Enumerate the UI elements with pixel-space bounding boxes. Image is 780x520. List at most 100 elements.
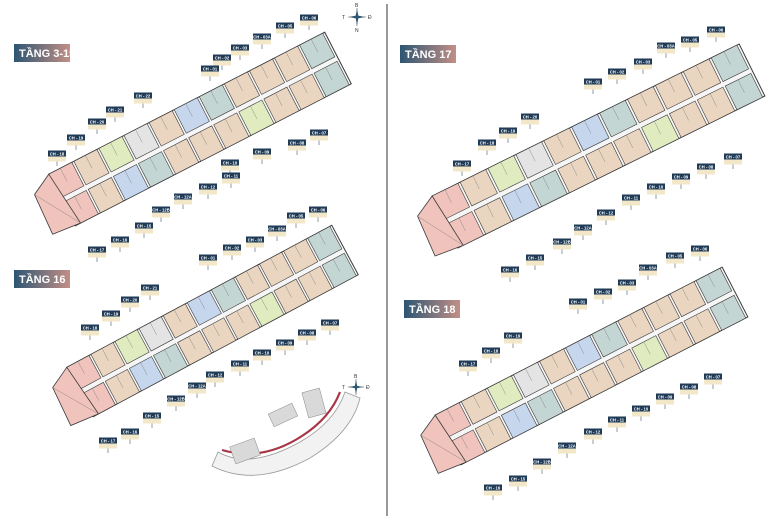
- unit-tag-sub-box: [88, 124, 106, 130]
- unit-tag-box: [533, 458, 551, 465]
- unit-tag-sub-box: [478, 145, 496, 151]
- unit-code: CH - 12A: [188, 383, 205, 388]
- unit-tag: CH - 06: [309, 206, 327, 222]
- unit-tag-box: [298, 329, 316, 336]
- unit-tag-sub-box: [135, 228, 153, 234]
- room-partition: [210, 90, 218, 104]
- unit-code: CH - 21: [108, 107, 123, 112]
- room-partition: [669, 328, 677, 341]
- compass-north-label: B: [354, 374, 358, 380]
- room-partition: [612, 106, 620, 120]
- unit-code: CH - 18: [83, 325, 98, 330]
- unit-tag: CH - 08: [298, 329, 316, 345]
- unit-tag: CH - 11: [622, 194, 640, 210]
- unit-code: CH - 12: [586, 429, 601, 434]
- unit-tag-box: [509, 475, 527, 482]
- room-partition: [284, 284, 292, 298]
- room-partition: [446, 408, 454, 422]
- room-partition: [723, 51, 731, 65]
- unit-tag-box: [111, 236, 129, 243]
- unit-tag: CH - 12: [584, 428, 602, 444]
- room-partition: [311, 39, 319, 53]
- unit-tag-sub-box: [321, 325, 339, 331]
- unit-tag-sub-box: [499, 133, 517, 139]
- unit-tag: CH - 12: [597, 209, 615, 225]
- room-partition: [222, 283, 230, 297]
- unit-tag-box: [81, 324, 99, 331]
- unit-tag-sub-box: [88, 252, 106, 258]
- unit-tag: CH - 07: [704, 373, 722, 389]
- unit-tag-box: [188, 382, 206, 389]
- unit-tag-box: [276, 339, 294, 346]
- unit-tag-sub-box: [647, 189, 665, 195]
- unit-tag-sub-box: [691, 251, 709, 257]
- room-partition: [584, 120, 592, 134]
- unit-tag-box: [231, 44, 249, 51]
- unit-tag: CH - 12: [199, 183, 217, 199]
- room-partition: [124, 170, 132, 184]
- unit-tag-sub-box: [597, 215, 615, 221]
- unit-tag-sub-box: [201, 71, 219, 77]
- unit-tag: CH - 19: [67, 134, 85, 150]
- unit-code: CH - 12: [599, 210, 614, 215]
- room-partition: [640, 92, 647, 107]
- unit-tag: CH - 10: [632, 405, 650, 421]
- unit-tag-sub-box: [288, 145, 306, 151]
- floor-title: TẦNG 16: [19, 273, 65, 286]
- floor-plan-17: [417, 43, 766, 257]
- unit-tag: CH - 07: [724, 153, 742, 169]
- unit-tag: CH - 21: [106, 106, 124, 122]
- unit-tag-box: [584, 78, 602, 85]
- unit-tag-box: [102, 310, 120, 317]
- unit-code: CH - 02: [596, 289, 611, 294]
- unit-tag-box: [521, 113, 539, 120]
- unit-tag-sub-box: [167, 401, 185, 407]
- floor-title: TẦNG 3-15: [19, 47, 75, 60]
- unit-tag-sub-box: [152, 212, 170, 218]
- room-partition: [487, 422, 494, 436]
- unit-tag-box: [681, 36, 699, 43]
- room-partition: [695, 65, 703, 79]
- unit-code: CH - 16: [486, 485, 501, 490]
- unit-tag-sub-box: [102, 316, 120, 322]
- unit-tag-sub-box: [111, 242, 129, 248]
- floor-badge-3-15: TẦNG 3-15: [14, 44, 75, 62]
- unit-code: CH - 16: [123, 429, 138, 434]
- unit-tag: CH - 22: [134, 92, 152, 108]
- unit-tag-box: [223, 244, 241, 251]
- unit-tag: CH - 12A: [174, 193, 192, 209]
- compass-west-label: T: [342, 15, 345, 21]
- unit-tag: CH - 08: [680, 383, 698, 399]
- room-partition: [458, 217, 466, 232]
- unit-tag: CH - 11: [222, 172, 240, 188]
- unit-tag-box: [246, 236, 264, 243]
- unit-code: CH - 19: [104, 311, 119, 316]
- room-partition: [260, 64, 268, 79]
- unit-code: CH - 08: [290, 140, 305, 145]
- unit-tag-sub-box: [188, 388, 206, 394]
- unit-tag-box: [608, 416, 626, 423]
- room-partition: [668, 79, 675, 93]
- room-partition: [174, 309, 182, 323]
- unit-tag-sub-box: [509, 481, 527, 487]
- unit-tag-box: [167, 395, 185, 402]
- unit-tag-sub-box: [680, 389, 698, 395]
- room-partition: [460, 435, 468, 449]
- compass-west-label: T: [342, 385, 345, 391]
- unit-tag-sub-box: [584, 434, 602, 440]
- unit-code: CH - 10: [255, 350, 270, 355]
- unit-tag-sub-box: [106, 112, 124, 118]
- unit-tag-sub-box: [657, 48, 675, 54]
- unit-tag: CH - 03: [618, 279, 636, 295]
- unit-code: CH - 07: [706, 374, 721, 379]
- corner-unit: [420, 414, 467, 474]
- room-partition: [246, 270, 254, 284]
- room-partition: [60, 168, 68, 182]
- room-partition: [629, 314, 637, 328]
- unit-code: CH - 12: [208, 372, 223, 377]
- unit-tag-box: [213, 54, 231, 61]
- unit-code: CH - 11: [224, 173, 239, 178]
- unit-code: CH - 12A: [174, 194, 191, 199]
- unit-tag: CH - 18: [81, 324, 99, 340]
